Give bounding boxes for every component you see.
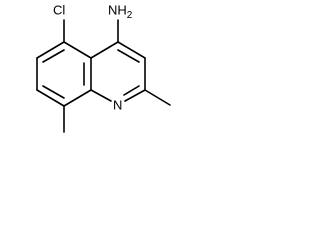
bond-c4-c3 — [117, 41, 146, 59]
chemical-structure-diagram: Cl NH2 N — [36, 2, 171, 133]
bond-c7-c8 — [36, 89, 65, 107]
bond-c4a-c5 — [63, 41, 92, 59]
amine-label: NH2 — [108, 2, 133, 20]
chlorine-label: Cl — [53, 2, 65, 17]
bond-c7-c8-inner — [42, 85, 65, 99]
bond-c2-methyl — [144, 89, 171, 106]
ring-nitrogen-label: N — [113, 97, 122, 112]
bond-c4-c3-inner — [117, 49, 140, 63]
bond-c5-c6 — [36, 41, 65, 59]
bond-c8-c8a — [63, 89, 92, 107]
bond-c2-n1-inner — [123, 85, 140, 96]
bond-c4a-c4 — [90, 41, 119, 59]
bond-c2-n1 — [124, 89, 146, 102]
bond-c5-c6-inner — [42, 49, 65, 63]
bond-n1-c8a — [90, 89, 112, 102]
